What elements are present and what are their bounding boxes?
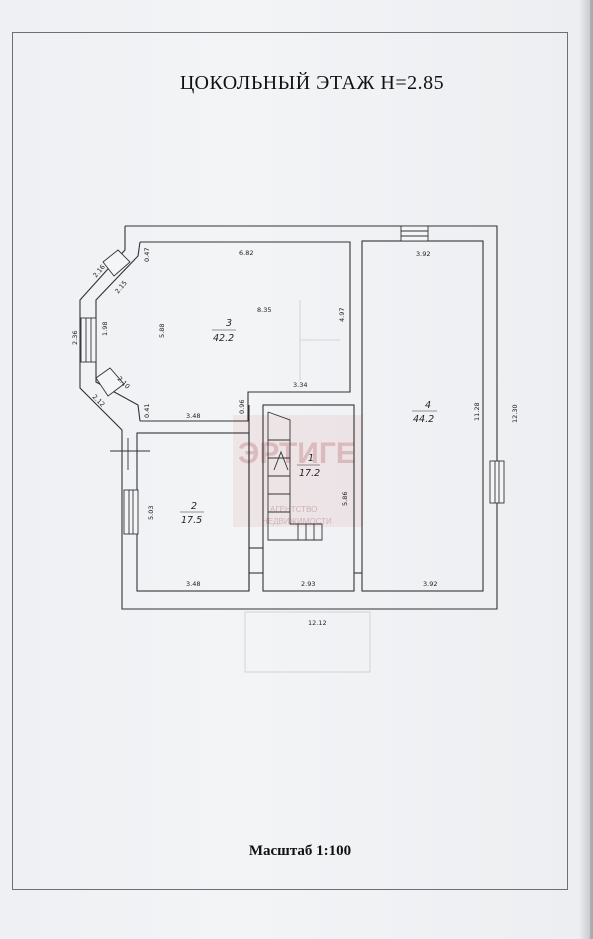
dim-room3-right: 4.97 <box>338 308 346 322</box>
window-bay-top <box>102 249 131 277</box>
dim-bay-212: 2.12 <box>91 393 107 409</box>
dim-outer-right: 12.30 <box>511 404 519 423</box>
windows <box>80 225 505 535</box>
plan-title: ЦОКОЛЬНЫЙ ЭТАЖ Н=2.85 <box>179 72 445 94</box>
dim-room3-top: 6.82 <box>239 249 253 257</box>
window-room4-right <box>489 460 505 504</box>
watermark: ЭРТИГЕ АГЕНТСТВО НЕДВИЖИМОСТИ <box>233 415 363 527</box>
room-3-area: 42.2 <box>213 333 234 344</box>
watermark-brand: ЭРТИГЕ <box>238 437 356 470</box>
dim-room3-diag: 8.35 <box>257 306 271 314</box>
dim-wall-041: 0.41 <box>143 404 151 418</box>
room-2-number: 2 <box>191 501 197 512</box>
dim-wall-047: 0.47 <box>143 248 151 262</box>
dim-bay-198: 1.98 <box>101 322 109 336</box>
dim-bay-215: 2.15 <box>113 279 128 295</box>
dim-wall-096: 0.96 <box>238 400 246 414</box>
room-2-area: 17.5 <box>181 515 202 526</box>
dim-room4-bottom: 3.92 <box>423 580 437 588</box>
staircase <box>267 411 323 541</box>
room-1-area: 17.2 <box>299 468 320 479</box>
dim-bay-236: 2.36 <box>71 331 79 345</box>
door-marker <box>110 438 150 470</box>
scale-note: Масштаб 1:100 <box>248 843 352 859</box>
window-bay-bottom <box>95 367 125 397</box>
room-4-number: 4 <box>425 400 431 411</box>
room-4-area: 44.2 <box>413 414 434 425</box>
window-room2-left <box>123 489 139 535</box>
dim-room2-left: 5.03 <box>147 506 155 520</box>
dim-room3-bottom: 3.34 <box>293 381 307 389</box>
dim-bay-216: 2.16 <box>91 263 106 279</box>
dim-room2-bottom: 3.48 <box>186 580 200 588</box>
room-3-number: 3 <box>226 318 232 329</box>
window-room4-top <box>400 225 429 242</box>
dim-room2-top: 3.48 <box>186 412 200 420</box>
page-edge-shadow <box>579 0 593 939</box>
watermark-line2: НЕДВИЖИМОСТИ <box>262 517 332 526</box>
dim-outer-bottom: 12.12 <box>308 619 327 627</box>
dim-room4-top: 3.92 <box>416 250 430 258</box>
dim-room1-right: 5.86 <box>341 492 349 506</box>
dim-room3-left: 5.88 <box>158 324 166 338</box>
watermark-line1: АГЕНТСТВО <box>270 505 317 514</box>
window-bay-middle <box>80 317 97 363</box>
room-labels: 3 42.2 4 44.2 1 17.2 2 17.5 <box>180 318 437 526</box>
room-1-number: 1 <box>308 453 314 464</box>
drawing-frame <box>12 32 568 890</box>
dim-room4-right: 11.28 <box>473 402 481 421</box>
dim-room1-bottom: 2.93 <box>301 580 315 588</box>
